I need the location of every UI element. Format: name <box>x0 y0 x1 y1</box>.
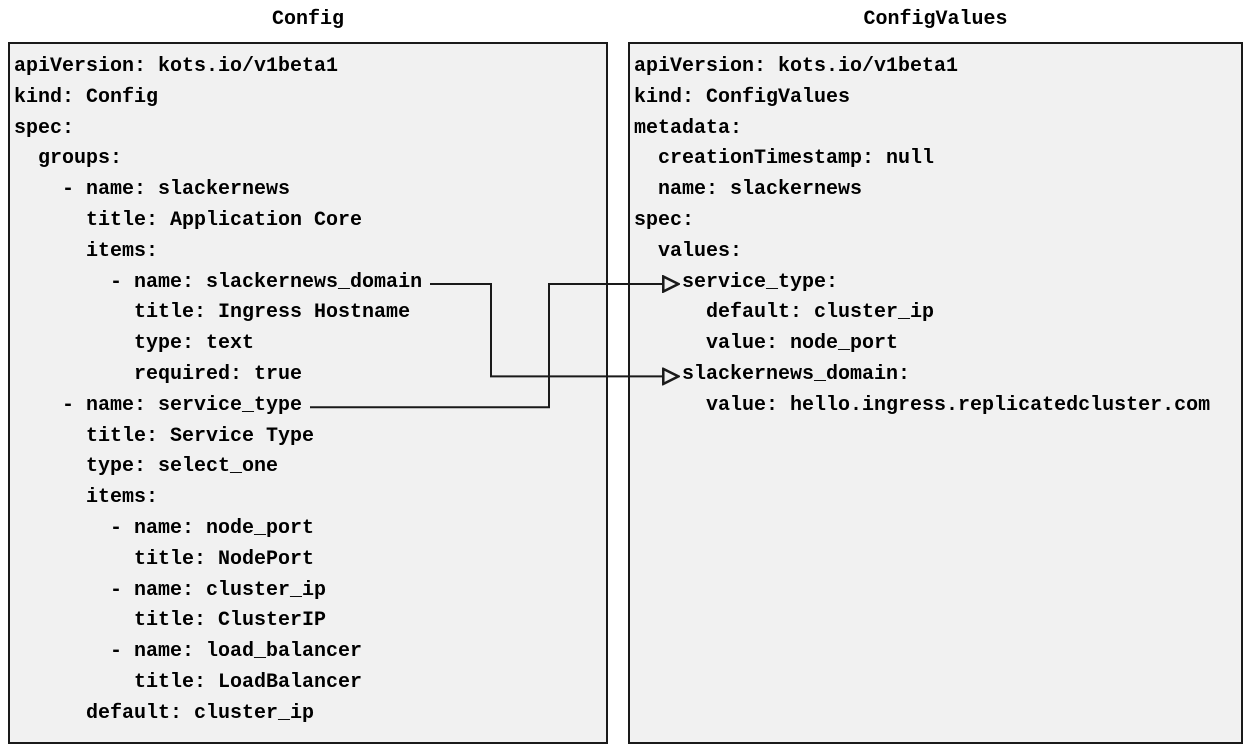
configvalues-yaml-panel: apiVersion: kots.io/v1beta1 kind: Config… <box>628 42 1243 744</box>
config-yaml-panel: apiVersion: kots.io/v1beta1 kind: Config… <box>8 42 608 744</box>
left-panel-title: Config <box>271 8 344 31</box>
configvalues-yaml-code: apiVersion: kots.io/v1beta1 kind: Config… <box>634 55 1211 417</box>
right-panel-title: ConfigValues <box>863 8 1008 31</box>
config-yaml-code: apiVersion: kots.io/v1beta1 kind: Config… <box>14 55 423 725</box>
